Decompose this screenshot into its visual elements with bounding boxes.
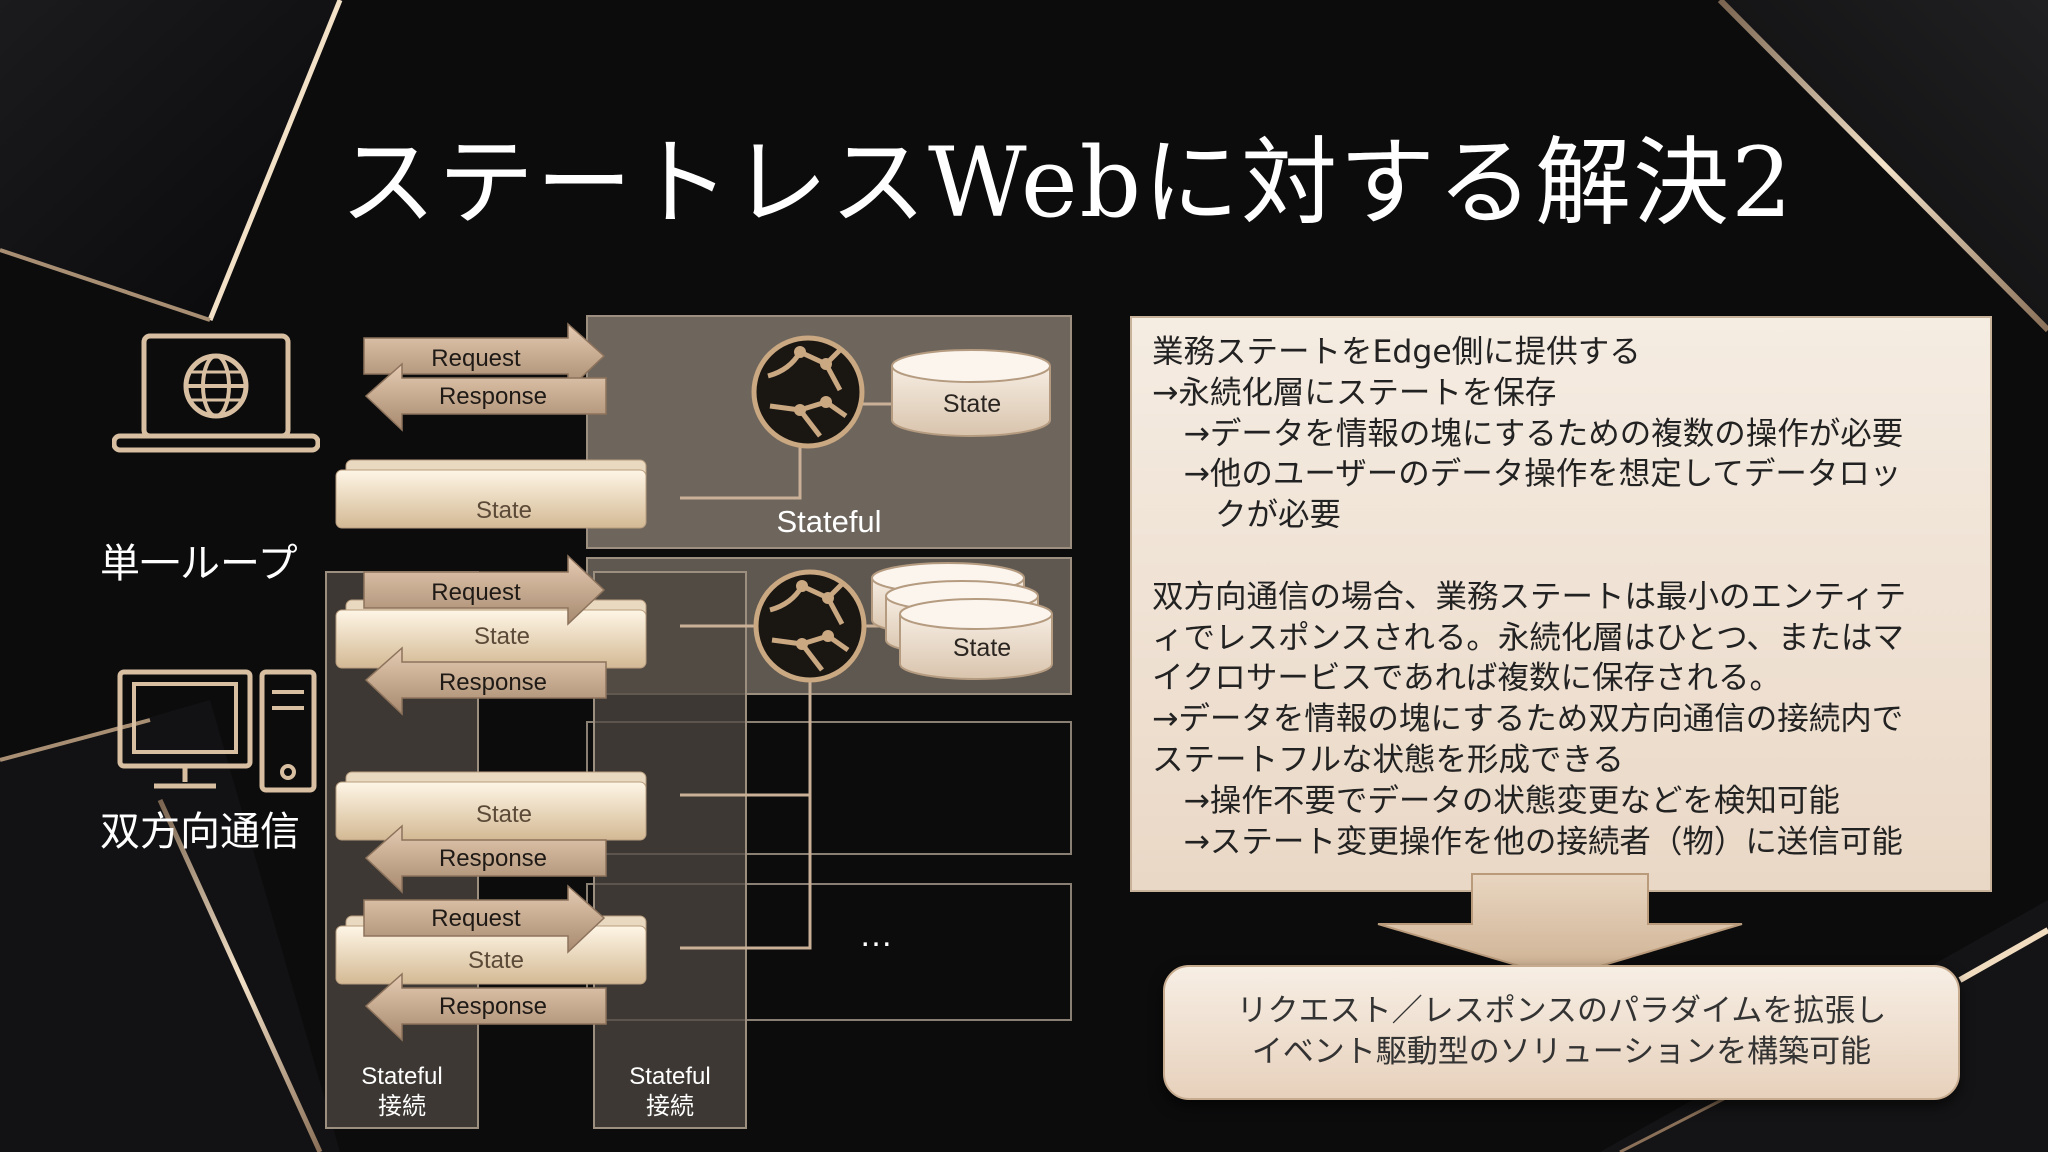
single-loop-label: 単一ループ — [100, 541, 298, 587]
slide-title: ステートレスWebに対する解決2 — [340, 127, 1795, 239]
response-arrow — [364, 824, 607, 894]
state-label: State — [476, 801, 532, 828]
stateful-label: Stateful — [776, 504, 881, 539]
explanation-line — [1152, 536, 1970, 577]
state-label: State — [468, 947, 524, 974]
explanation-line: →永続化層にステートを保存 — [1152, 374, 1557, 411]
laptop-globe-icon — [112, 333, 320, 453]
database-icon — [871, 562, 1053, 680]
request-label: Request — [431, 905, 521, 932]
response-arrow — [364, 972, 607, 1042]
explanation-line: →操作不要でデータの状態変更などを検知可能 — [1152, 782, 1840, 819]
ellipsis-label: … — [859, 916, 893, 954]
state-label: State — [476, 497, 532, 524]
db-state-label: State — [953, 634, 1011, 662]
explanation-line: ステートフルな状態を形成できる — [1152, 741, 1624, 778]
explanation-line: クが必要 — [1152, 497, 1342, 534]
down-arrow-icon — [1377, 873, 1743, 980]
state-label: State — [474, 623, 530, 650]
network-globe-icon — [753, 569, 867, 683]
response-label: Response — [439, 845, 547, 872]
stateful-conn-label: 接続 — [378, 1093, 426, 1120]
conclusion-line: イベント駆動型のソリューションを構築可能 — [1251, 1034, 1872, 1070]
request-label: Request — [431, 345, 521, 372]
explanation-line: 業務ステートをEdge側に提供する — [1152, 334, 1641, 370]
network-globe-icon — [751, 335, 865, 449]
explanation-line: イクロサービスであれば複数に保存される。 — [1152, 660, 1782, 697]
explanation-box: 業務ステートをEdge側に提供する →永続化層にステートを保存 →データを情報の… — [1130, 316, 1992, 892]
bidirectional-label: 双方向通信 — [100, 809, 300, 855]
db-state-label: State — [943, 390, 1001, 418]
desktop-computer-icon — [117, 669, 317, 793]
stateful-conn-label: Stateful — [361, 1063, 442, 1090]
state-bar — [335, 459, 647, 529]
response-arrow — [364, 362, 607, 432]
explanation-line: →データを情報の塊にするため双方向通信の接続内で — [1152, 701, 1904, 738]
conclusion-box: リクエスト／レスポンスのパラダイムを拡張し イベント駆動型のソリューションを構築… — [1163, 965, 1960, 1100]
stateful-conn-label: 接続 — [646, 1093, 694, 1120]
database-icon — [891, 349, 1051, 437]
request-arrow — [363, 554, 606, 626]
conclusion-line: リクエスト／レスポンスのパラダイムを拡張し — [1236, 993, 1887, 1029]
response-arrow — [364, 646, 607, 716]
request-label: Request — [431, 579, 521, 606]
response-label: Response — [439, 383, 547, 410]
explanation-line: ィでレスポンスされる。永続化層はひとつ、またはマ — [1152, 619, 1904, 656]
explanation-line: →他のユーザーのデータ操作を想定してデータロッ — [1152, 456, 1902, 493]
state-bar — [335, 771, 647, 841]
explanation-line: 双方向通信の場合、業務ステートは最小のエンティテ — [1152, 578, 1907, 615]
explanation-line: →ステート変更操作を他の接続者（物）に送信可能 — [1152, 823, 1903, 860]
response-label: Response — [439, 669, 547, 696]
stateful-conn-label: Stateful — [629, 1063, 710, 1090]
explanation-line: →データを情報の塊にするための複数の操作が必要 — [1152, 415, 1904, 452]
response-label: Response — [439, 993, 547, 1020]
request-arrow — [363, 884, 606, 954]
